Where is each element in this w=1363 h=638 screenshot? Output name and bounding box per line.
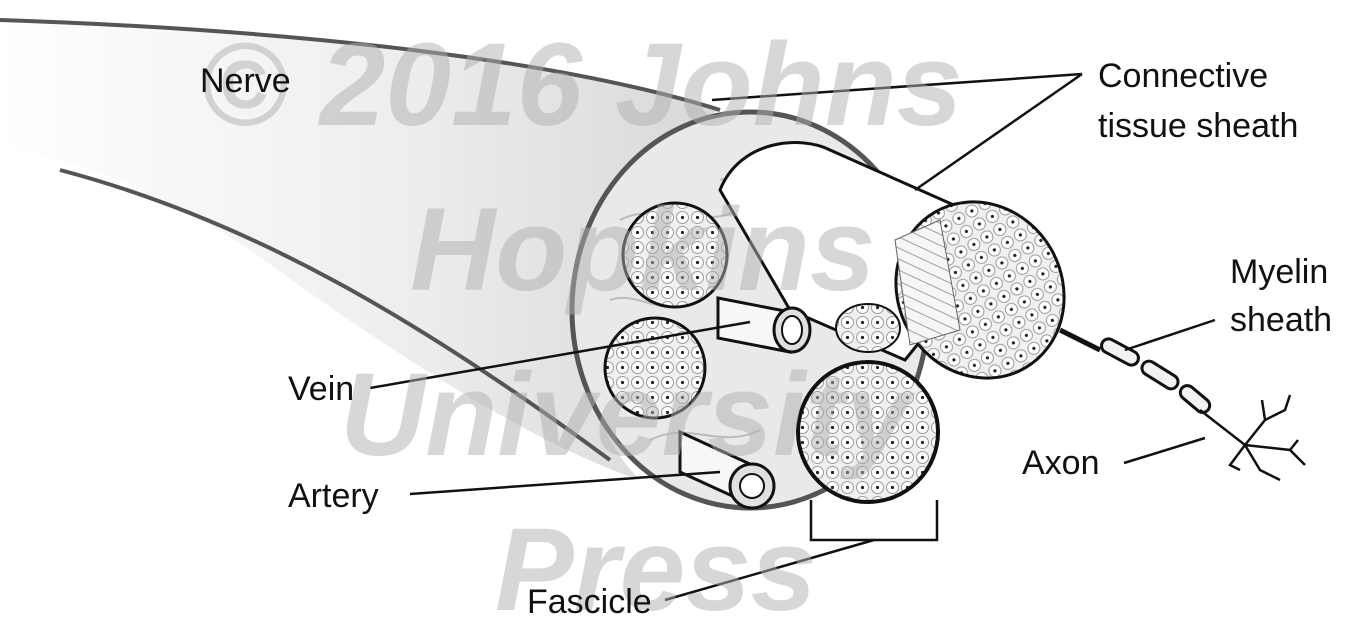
nerve-bottom-edge (59, 168, 612, 462)
label-connective-line1: Connective (1098, 57, 1269, 95)
label-vein: Vein (288, 370, 355, 408)
axon-terminal-branches (1199, 394, 1306, 482)
leader-axon (1123, 436, 1206, 465)
leader-myelin (1124, 318, 1216, 352)
svg-text:Press: Press (495, 504, 817, 636)
leader-artery (409, 470, 721, 496)
svg-text:Hopkins: Hopkins (410, 184, 876, 316)
nerve-body (0, 20, 720, 480)
leader-connective-1 (711, 72, 1083, 102)
label-myelin-line1: Myelin (1230, 253, 1329, 291)
label-connective-line2: tissue sheath (1098, 107, 1299, 145)
svg-text:© 2016 Johns: © 2016 Johns (200, 19, 963, 151)
leader-fascicle (664, 538, 875, 602)
svg-text:University: University (340, 349, 916, 481)
label-myelin-line2: sheath (1230, 301, 1333, 339)
myelin-sheath-segments (1100, 337, 1212, 414)
label-artery: Artery (288, 477, 379, 515)
leader-vein (369, 320, 751, 390)
label-axon: Axon (1022, 444, 1100, 482)
leader-lines (369, 72, 1216, 602)
axon-fiber (1058, 327, 1102, 353)
leader-connective-2 (914, 72, 1083, 192)
fascicle-fibers (894, 219, 961, 346)
fascicle-small-top (621, 201, 729, 309)
copyright-watermark: © 2016 Johns Hopkins University Press (200, 19, 963, 636)
fascicle-large (796, 360, 940, 504)
label-fascicle: Fascicle (527, 583, 652, 621)
nerve-top-edge (0, 18, 721, 112)
fascicle-bracket (809, 500, 939, 542)
fascicle-small-middle (835, 303, 901, 353)
label-nerve: Nerve (200, 62, 291, 100)
